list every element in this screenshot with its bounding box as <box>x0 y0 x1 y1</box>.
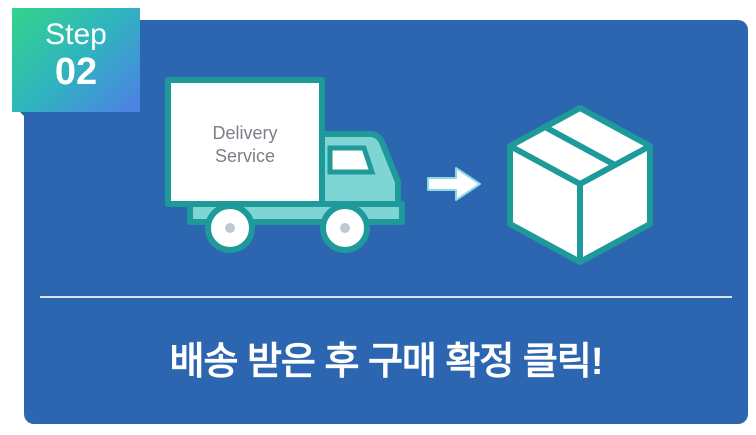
illustration: Delivery Service <box>165 77 653 265</box>
step-number: 02 <box>54 51 98 93</box>
truck-label-line1: Delivery <box>212 123 277 143</box>
divider <box>40 296 732 298</box>
caption-text: 배송 받은 후 구매 확정 클릭! <box>169 341 603 383</box>
truck-label-line2: Service <box>215 146 275 166</box>
arrow-right-icon <box>427 167 481 201</box>
box-icon <box>507 105 653 265</box>
step-badge: Step 02 <box>12 8 140 112</box>
step-label: Step <box>45 18 107 51</box>
truck-icon: Delivery Service <box>165 77 405 253</box>
